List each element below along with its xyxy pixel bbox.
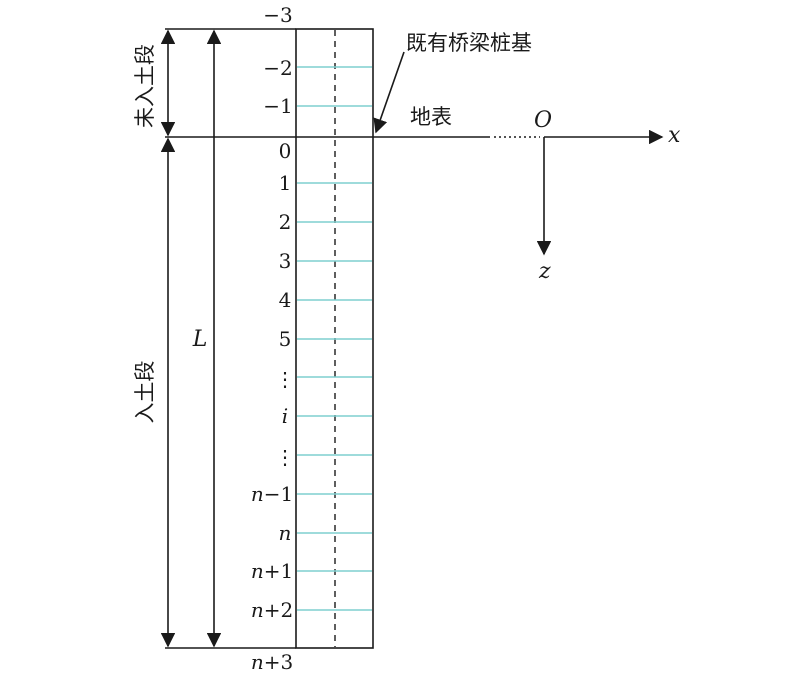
- node-var: n: [251, 482, 264, 506]
- node-label: n: [279, 521, 292, 545]
- node-label: 2: [279, 210, 292, 234]
- x-axis-label: x: [668, 123, 681, 148]
- segment-lines: [297, 66, 372, 611]
- pile-leader-arrow: [373, 51, 405, 134]
- node-label: 0: [279, 139, 292, 163]
- node-labels: −3 −2 −1 0 1 2 3 4 5 ⋮ i ⋮ n−1 n n+1 n+2…: [251, 3, 295, 674]
- node-label: −3: [263, 3, 292, 27]
- node-suffix: +1: [264, 559, 293, 583]
- node-label: 5: [279, 327, 292, 351]
- ground-label: 地表: [410, 105, 452, 129]
- node-label: ⋮: [275, 445, 295, 469]
- node-suffix: +2: [264, 598, 293, 622]
- node-label: i: [282, 404, 288, 428]
- node-suffix: −1: [264, 482, 293, 506]
- pile-label: 既有桥梁桩基: [406, 31, 532, 55]
- node-label: n+1: [251, 559, 293, 583]
- node-label: 1: [279, 171, 292, 195]
- node-label: n+3: [251, 650, 293, 674]
- z-axis-label: z: [538, 259, 551, 284]
- buried-segment-label: 入土段: [133, 361, 157, 424]
- node-label: 3: [279, 249, 292, 273]
- node-var: n: [251, 559, 264, 583]
- unburied-segment-label: 未入土段: [133, 44, 157, 128]
- node-label: 4: [279, 288, 292, 312]
- node-label: −2: [263, 56, 292, 80]
- node-label: n+2: [251, 598, 293, 622]
- pile-body: [295, 28, 374, 649]
- node-var: n: [251, 598, 264, 622]
- node-label: n−1: [251, 482, 293, 506]
- node-var: n: [251, 650, 264, 674]
- origin-label: O: [534, 108, 552, 133]
- length-label: L: [192, 327, 208, 352]
- node-label: −1: [263, 94, 292, 118]
- node-label: ⋮: [275, 367, 295, 391]
- node-suffix: +3: [264, 650, 293, 674]
